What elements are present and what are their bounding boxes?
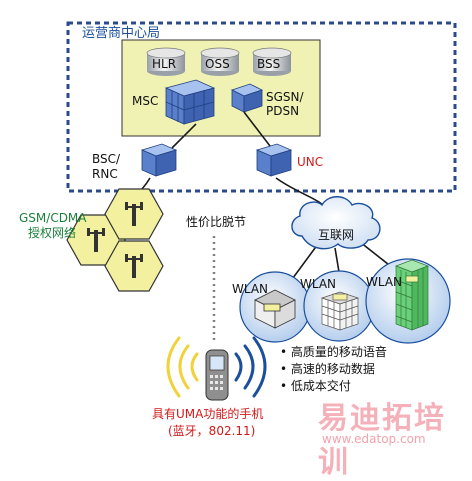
uma-network-diagram: 运营商中心局 HLR OSS BSS MSC SGSN/ PDSN BSC/ R… xyxy=(0,0,472,449)
msc-label: MSC xyxy=(132,94,159,108)
bss-label: BSS xyxy=(257,57,281,71)
tower-icon-3 xyxy=(125,254,143,278)
core-title: 运营商中心局 xyxy=(82,26,161,41)
hlr-database-icon xyxy=(146,47,186,76)
signal-waves xyxy=(166,336,267,398)
hlr-label: HLR xyxy=(152,57,177,71)
cost-gap-label: 性价比脱节 xyxy=(186,215,247,229)
internet-wlan1-link xyxy=(289,243,319,283)
wlan-label-1: WLAN xyxy=(232,282,269,296)
oss-database-icon xyxy=(200,47,240,76)
benefit-item-cost: 低成本交付 xyxy=(280,378,387,395)
licensed-network-label: 授权网络 xyxy=(28,226,77,240)
sgsn-pdsn-label: SGSN/ PDSN xyxy=(266,90,304,118)
benefit-item-data: 高速的移动数据 xyxy=(280,361,387,378)
unc-label: UNC xyxy=(297,155,324,169)
tower-icon-1 xyxy=(87,228,105,252)
handset-bearers-label: (蓝牙，802.11) xyxy=(168,424,256,438)
links xyxy=(119,111,399,283)
sgsn-pdsn-icon xyxy=(230,83,264,113)
licensed-network-cells xyxy=(66,188,164,292)
gsm-cdma-label: GSM/CDMA xyxy=(19,211,87,225)
tower-icons xyxy=(87,202,143,278)
bsc-rnc-label: BSC/ RNC xyxy=(92,152,121,181)
sgsn-unc-link xyxy=(243,111,271,147)
internet-cloud xyxy=(291,196,381,250)
tall-building-icon xyxy=(395,259,429,331)
office-building-icon xyxy=(320,291,360,331)
uma-handset-icon xyxy=(205,349,229,401)
core-frame xyxy=(66,21,457,193)
oss-label: OSS xyxy=(205,57,230,71)
internet-label: 互联网 xyxy=(318,228,355,242)
benefit-item-voice: 高质量的移动语音 xyxy=(280,344,387,361)
house-icon xyxy=(254,289,296,329)
diagram-canvas xyxy=(66,21,457,401)
wlan-label-3: WLAN xyxy=(366,275,403,289)
tower-icon-2 xyxy=(125,202,143,226)
handset-name-label: 具有UMA功能的手机 xyxy=(152,407,264,421)
watermark-url: www.edatop.com xyxy=(322,432,426,446)
msc-switch-icon xyxy=(164,79,216,125)
bsc-rnc-icon xyxy=(140,143,178,177)
bss-database-icon xyxy=(252,47,292,76)
wlan-label-2: WLAN xyxy=(300,277,337,291)
msc-bsc-link xyxy=(171,123,197,149)
benefit-list: 高质量的移动语音 高速的移动数据 低成本交付 xyxy=(280,344,387,395)
unc-icon xyxy=(255,143,293,177)
